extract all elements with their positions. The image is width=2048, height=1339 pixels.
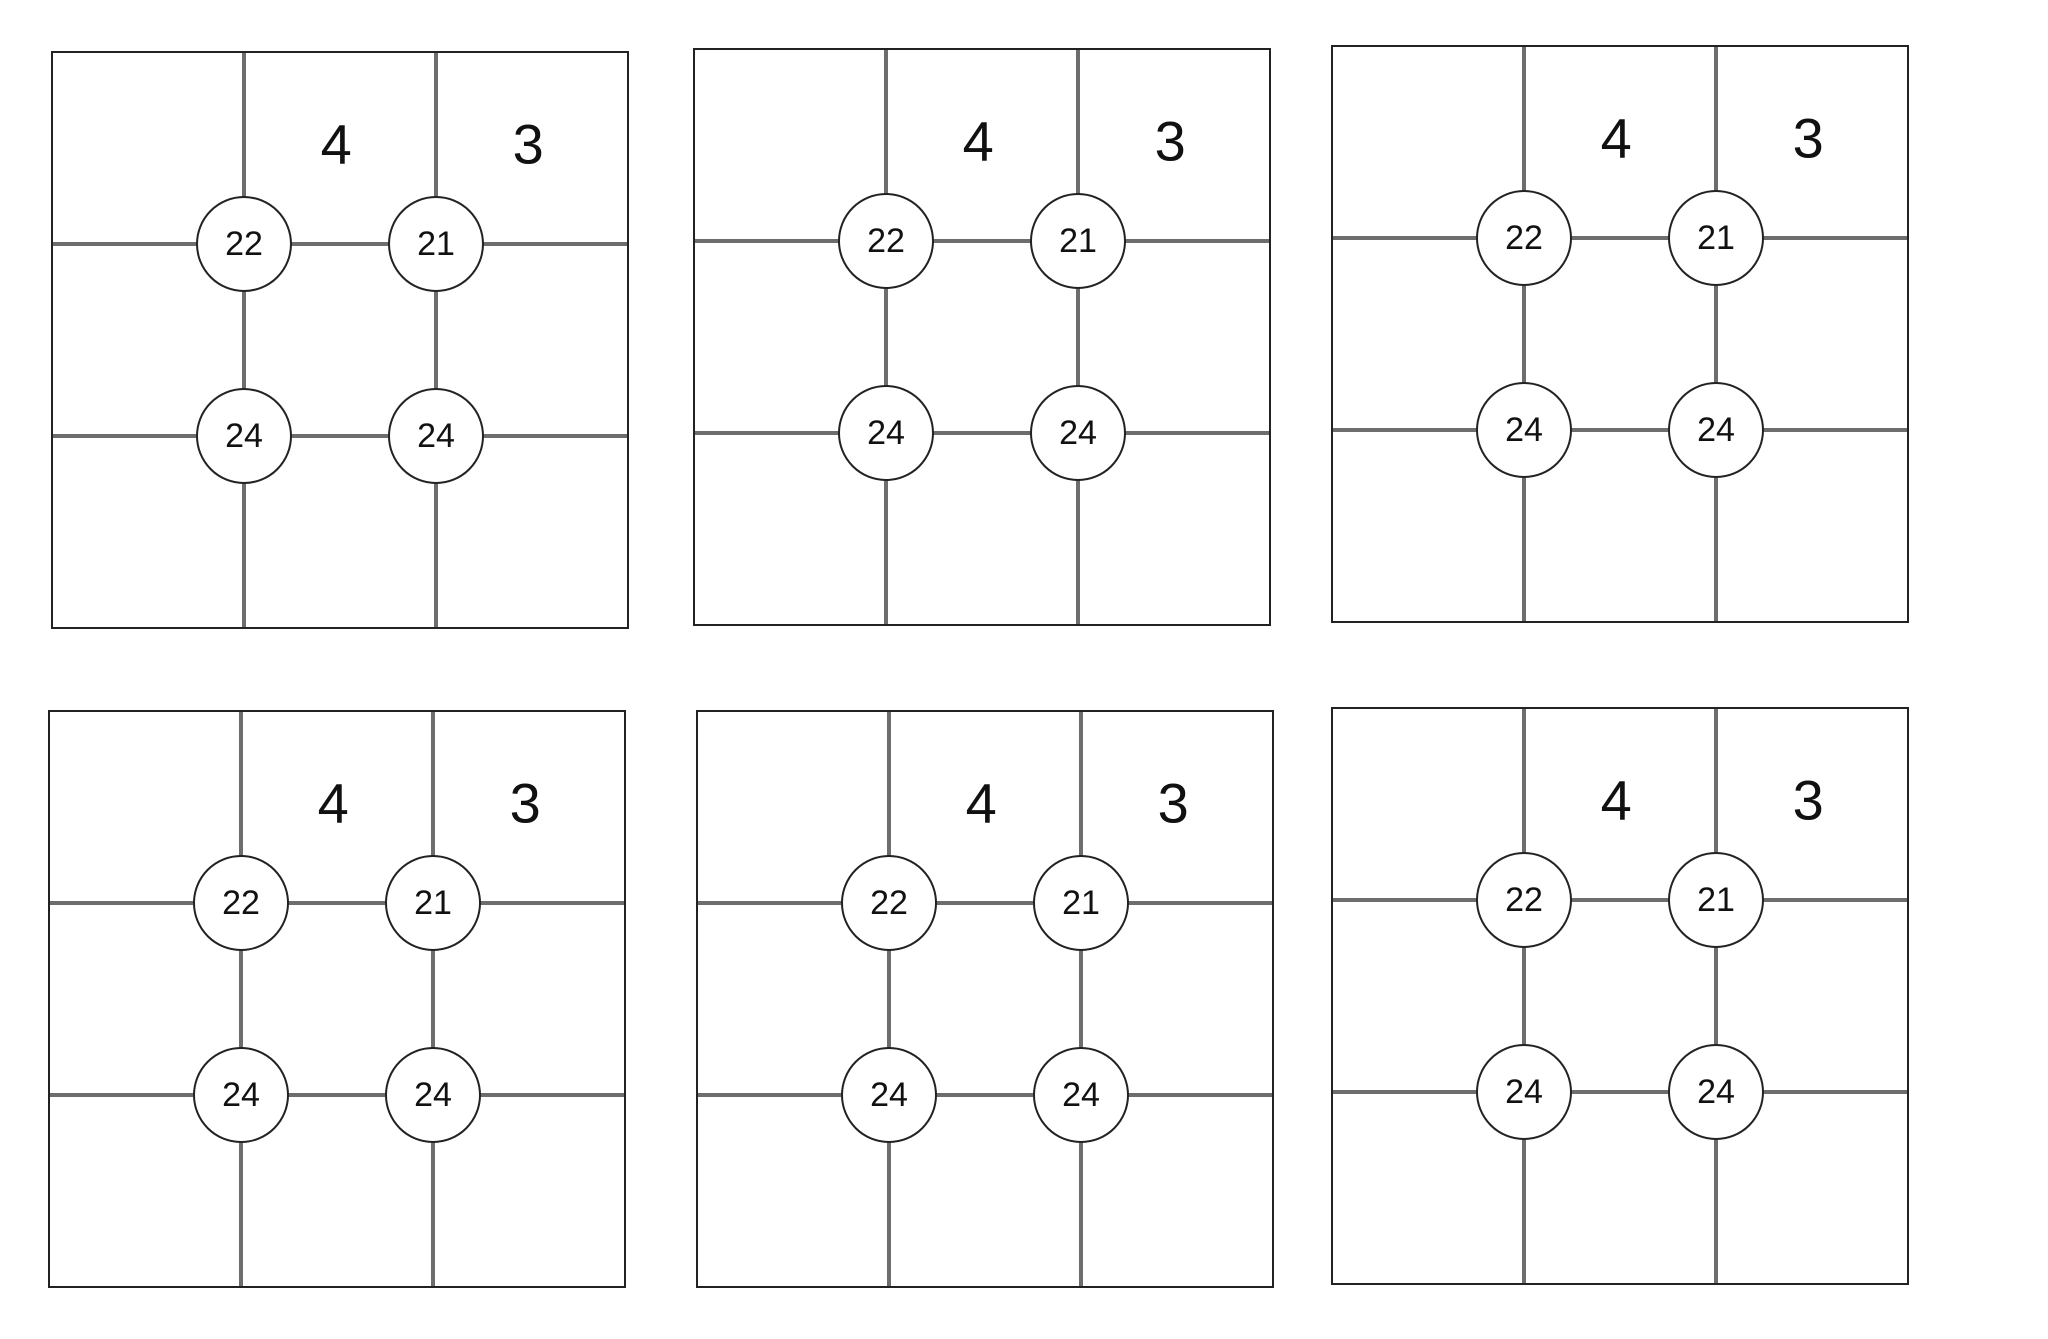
grid-node: 24 <box>1476 1044 1572 1140</box>
node-circle <box>1476 1044 1572 1140</box>
node-circle <box>193 855 289 951</box>
node-label: 24 <box>1059 414 1097 452</box>
node-circle <box>1033 1047 1129 1143</box>
grid-node: 24 <box>1668 1044 1764 1140</box>
grid-node: 22 <box>838 193 934 289</box>
panel-frame <box>48 710 626 1288</box>
node-circle <box>1668 852 1764 948</box>
node-label: 24 <box>417 417 455 455</box>
grid-node: 24 <box>841 1047 937 1143</box>
node-circle <box>1476 852 1572 948</box>
grid-node: 21 <box>1030 193 1126 289</box>
node-label: 21 <box>417 225 455 263</box>
grid-node: 21 <box>388 196 484 292</box>
cell-label: 4 <box>966 772 997 835</box>
cell-label: 4 <box>1601 107 1632 170</box>
node-circle <box>841 1047 937 1143</box>
cell-label: 3 <box>510 772 541 835</box>
diagram-panel: 4 3 22 21 24 24 <box>1331 45 1909 623</box>
node-label: 22 <box>870 884 908 922</box>
diagram-panel: 4 3 22 21 24 24 <box>51 51 629 629</box>
node-label: 22 <box>222 884 260 922</box>
grid-node: 21 <box>1668 852 1764 948</box>
node-circle <box>1476 190 1572 286</box>
node-circle <box>838 385 934 481</box>
node-label: 21 <box>1062 884 1100 922</box>
node-circle <box>1033 855 1129 951</box>
node-circle <box>193 1047 289 1143</box>
grid-node: 24 <box>388 388 484 484</box>
node-circle <box>196 196 292 292</box>
node-circle <box>196 388 292 484</box>
grid-node: 24 <box>196 388 292 484</box>
grid-node: 22 <box>841 855 937 951</box>
grid-node: 21 <box>1033 855 1129 951</box>
node-label: 22 <box>1505 219 1543 257</box>
diagram-panel: 4 3 22 21 24 24 <box>48 710 626 1288</box>
node-circle <box>841 855 937 951</box>
diagram-panel: 4 3 22 21 24 24 <box>693 48 1271 626</box>
node-label: 24 <box>414 1076 452 1114</box>
diagram-panel: 4 3 22 21 24 24 <box>696 710 1274 1288</box>
node-circle <box>1476 382 1572 478</box>
node-circle <box>1668 1044 1764 1140</box>
node-label: 22 <box>867 222 905 260</box>
node-label: 24 <box>1505 1073 1543 1111</box>
grid-node: 24 <box>1476 382 1572 478</box>
cell-label: 4 <box>1601 769 1632 832</box>
node-circle <box>385 1047 481 1143</box>
grid-node: 24 <box>193 1047 289 1143</box>
node-label: 21 <box>1697 219 1735 257</box>
node-circle <box>1030 193 1126 289</box>
grid-node: 21 <box>1668 190 1764 286</box>
cell-label: 3 <box>1158 772 1189 835</box>
node-circle <box>1668 190 1764 286</box>
grid-node: 22 <box>193 855 289 951</box>
panel-frame <box>51 51 629 629</box>
node-label: 24 <box>1697 1073 1735 1111</box>
diagram-panel: 4 3 22 21 24 24 <box>1331 707 1909 1285</box>
panel-frame <box>696 710 1274 1288</box>
node-label: 21 <box>1059 222 1097 260</box>
grid-node: 24 <box>1033 1047 1129 1143</box>
node-label: 21 <box>414 884 452 922</box>
panel-frame <box>693 48 1271 626</box>
grid-node: 24 <box>1668 382 1764 478</box>
node-circle <box>385 855 481 951</box>
node-label: 22 <box>225 225 263 263</box>
cell-label: 3 <box>1155 110 1186 173</box>
node-circle <box>1030 385 1126 481</box>
cell-label: 4 <box>963 110 994 173</box>
cell-label: 3 <box>1793 769 1824 832</box>
grid-node: 22 <box>1476 852 1572 948</box>
cell-label: 3 <box>1793 107 1824 170</box>
node-label: 24 <box>225 417 263 455</box>
node-circle <box>838 193 934 289</box>
panel-frame <box>1331 45 1909 623</box>
grid-node: 22 <box>196 196 292 292</box>
grid-node: 21 <box>385 855 481 951</box>
node-label: 24 <box>1505 411 1543 449</box>
grid-node: 24 <box>838 385 934 481</box>
cell-label: 3 <box>513 113 544 176</box>
node-label: 24 <box>870 1076 908 1114</box>
node-label: 21 <box>1697 881 1735 919</box>
node-label: 24 <box>867 414 905 452</box>
node-label: 24 <box>222 1076 260 1114</box>
node-label: 24 <box>1697 411 1735 449</box>
node-circle <box>1668 382 1764 478</box>
cell-label: 4 <box>318 772 349 835</box>
grid-node: 22 <box>1476 190 1572 286</box>
cell-label: 4 <box>321 113 352 176</box>
grid-node: 24 <box>1030 385 1126 481</box>
panel-frame <box>1331 707 1909 1285</box>
node-circle <box>388 196 484 292</box>
node-label: 22 <box>1505 881 1543 919</box>
grid-node: 24 <box>385 1047 481 1143</box>
node-label: 24 <box>1062 1076 1100 1114</box>
node-circle <box>388 388 484 484</box>
